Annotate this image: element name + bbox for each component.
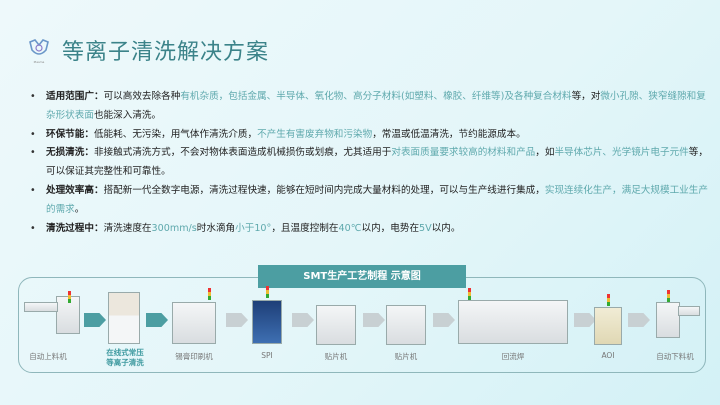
plasma-cleaner-machine	[108, 292, 140, 344]
station-label: AOI	[601, 351, 615, 360]
bullet-text: 低能耗、无污染，用气体作清洗介质，	[93, 128, 258, 140]
highlight-text: 实现连续化生产，满足大规模工业生产的需求	[46, 184, 708, 215]
flow-arrow	[574, 313, 596, 327]
unloader-machine	[656, 302, 680, 338]
highlight-text: 不产生有害废弃物和污染物	[257, 128, 373, 140]
highlight-text: 对表面质量要求较高的材料和产品	[391, 147, 536, 159]
station-label: 贴片机	[394, 352, 418, 361]
feature-bullet: 处理效率高：搭配新一代全数字电源，清洗过程快速，能够在短时间内完成大量材料的处理…	[30, 182, 710, 220]
bullet-heading: 适用范围广：	[46, 91, 104, 102]
signal-lamp-icon	[208, 288, 211, 300]
station-label: 贴片机	[324, 352, 348, 361]
bullet-heading: 无损清洗：	[46, 147, 94, 159]
bullet-text: ，且温度控制在	[271, 222, 339, 234]
highlight-text: 半导体芯片、光学镜片电子元件	[554, 147, 689, 159]
flow-arrow	[628, 313, 650, 327]
highlight-text: 有机杂质，包括金属、半导体、氧化物、高分子材料(如塑料、橡胶、纤维等)及各种复合…	[180, 91, 572, 102]
station-label: 自动上料机	[29, 352, 67, 361]
bullet-text: 搭配新一代全数字电源，清洗过程快速，能够在短时间内完成大量材料的处理，可以与生产…	[103, 184, 545, 196]
bullet-text: 时水滴角	[196, 222, 236, 234]
flow-arrow	[292, 313, 314, 327]
bullet-heading: 环保节能：	[46, 128, 94, 140]
station-label-highlight: 在线式常压 等离子清洗	[106, 348, 144, 367]
bullet-text: 等，可以保证其完整性和可靠性。	[46, 147, 708, 178]
bullet-text: 清洗速度在	[103, 222, 152, 234]
diagram-title: SMT生产工艺制程 示意图	[258, 265, 466, 288]
bullet-heading: 清洗过程中：	[46, 222, 104, 234]
bullet-text: 。	[74, 203, 85, 215]
bullet-text: ，常温或低温清洗，节约能源成本。	[372, 128, 526, 140]
station-label: 自动下料机	[656, 352, 694, 361]
signal-lamp-icon	[607, 294, 610, 306]
signal-lamp-icon	[667, 290, 670, 302]
unloader-conveyor	[678, 306, 700, 316]
svg-text:Plasma: Plasma	[34, 60, 45, 64]
station-label: 回流焊	[501, 352, 525, 361]
aoi-machine	[594, 307, 622, 345]
highlight-text: 微小孔隙、狭窄缝隙和复杂形状表面	[46, 91, 706, 121]
flow-arrow	[363, 313, 385, 327]
highlight-text: 5V	[419, 222, 432, 234]
bullet-text: 也能深入清洗。	[93, 109, 162, 121]
station-label: SPI	[261, 351, 273, 360]
feature-bullet: 环保节能：低能耗、无污染，用气体作清洗介质，不产生有害废弃物和污染物，常温或低温…	[30, 126, 710, 145]
station-label: 锡膏印刷机	[175, 352, 213, 361]
feature-list: 适用范围广：可以高效去除各种有机杂质，包括金属、半导体、氧化物、高分子材料(如塑…	[30, 88, 710, 238]
flow-arrow	[84, 313, 106, 327]
page-title: 等离子清洗解决方案	[62, 40, 270, 65]
loader-conveyor	[24, 302, 58, 312]
highlight-text: 300mm/s	[151, 222, 197, 234]
signal-lamp-icon	[68, 291, 71, 303]
bullet-text: 非接触式清洗方式，不会对物体表面造成机械损伤或划痕，尤其适用于	[93, 147, 392, 159]
bullet-text: 可以高效去除各种	[103, 91, 181, 102]
feature-bullet: 清洗过程中：清洗速度在300mm/s时水滴角小于10°，且温度控制在40℃以内，…	[30, 220, 710, 239]
bullet-text: 以内，电势在	[361, 222, 420, 234]
bullet-text: 以内。	[431, 222, 461, 234]
feature-bullet: 适用范围广：可以高效去除各种有机杂质，包括金属、半导体、氧化物、高分子材料(如塑…	[30, 88, 710, 126]
mounter-machine-2	[386, 305, 426, 345]
bullet-text: 等，对	[571, 91, 601, 102]
reflow-oven-machine	[458, 300, 568, 344]
flow-arrow	[226, 313, 248, 327]
printer-machine	[172, 302, 216, 344]
company-logo: Plasma	[29, 39, 49, 64]
mounter-machine-1	[316, 305, 356, 345]
flow-arrow	[146, 313, 168, 327]
bullet-text: ，如	[535, 147, 555, 159]
signal-lamp-icon	[468, 288, 471, 300]
signal-lamp-icon	[266, 286, 269, 298]
flow-arrow	[433, 313, 455, 327]
spi-machine	[252, 300, 282, 344]
highlight-text: 40℃	[338, 222, 362, 234]
bullet-heading: 处理效率高：	[46, 184, 104, 196]
highlight-text: 小于10°	[235, 222, 272, 234]
feature-bullet: 无损清洗：非接触式清洗方式，不会对物体表面造成机械损伤或划痕，尤其适用于对表面质…	[30, 144, 710, 182]
